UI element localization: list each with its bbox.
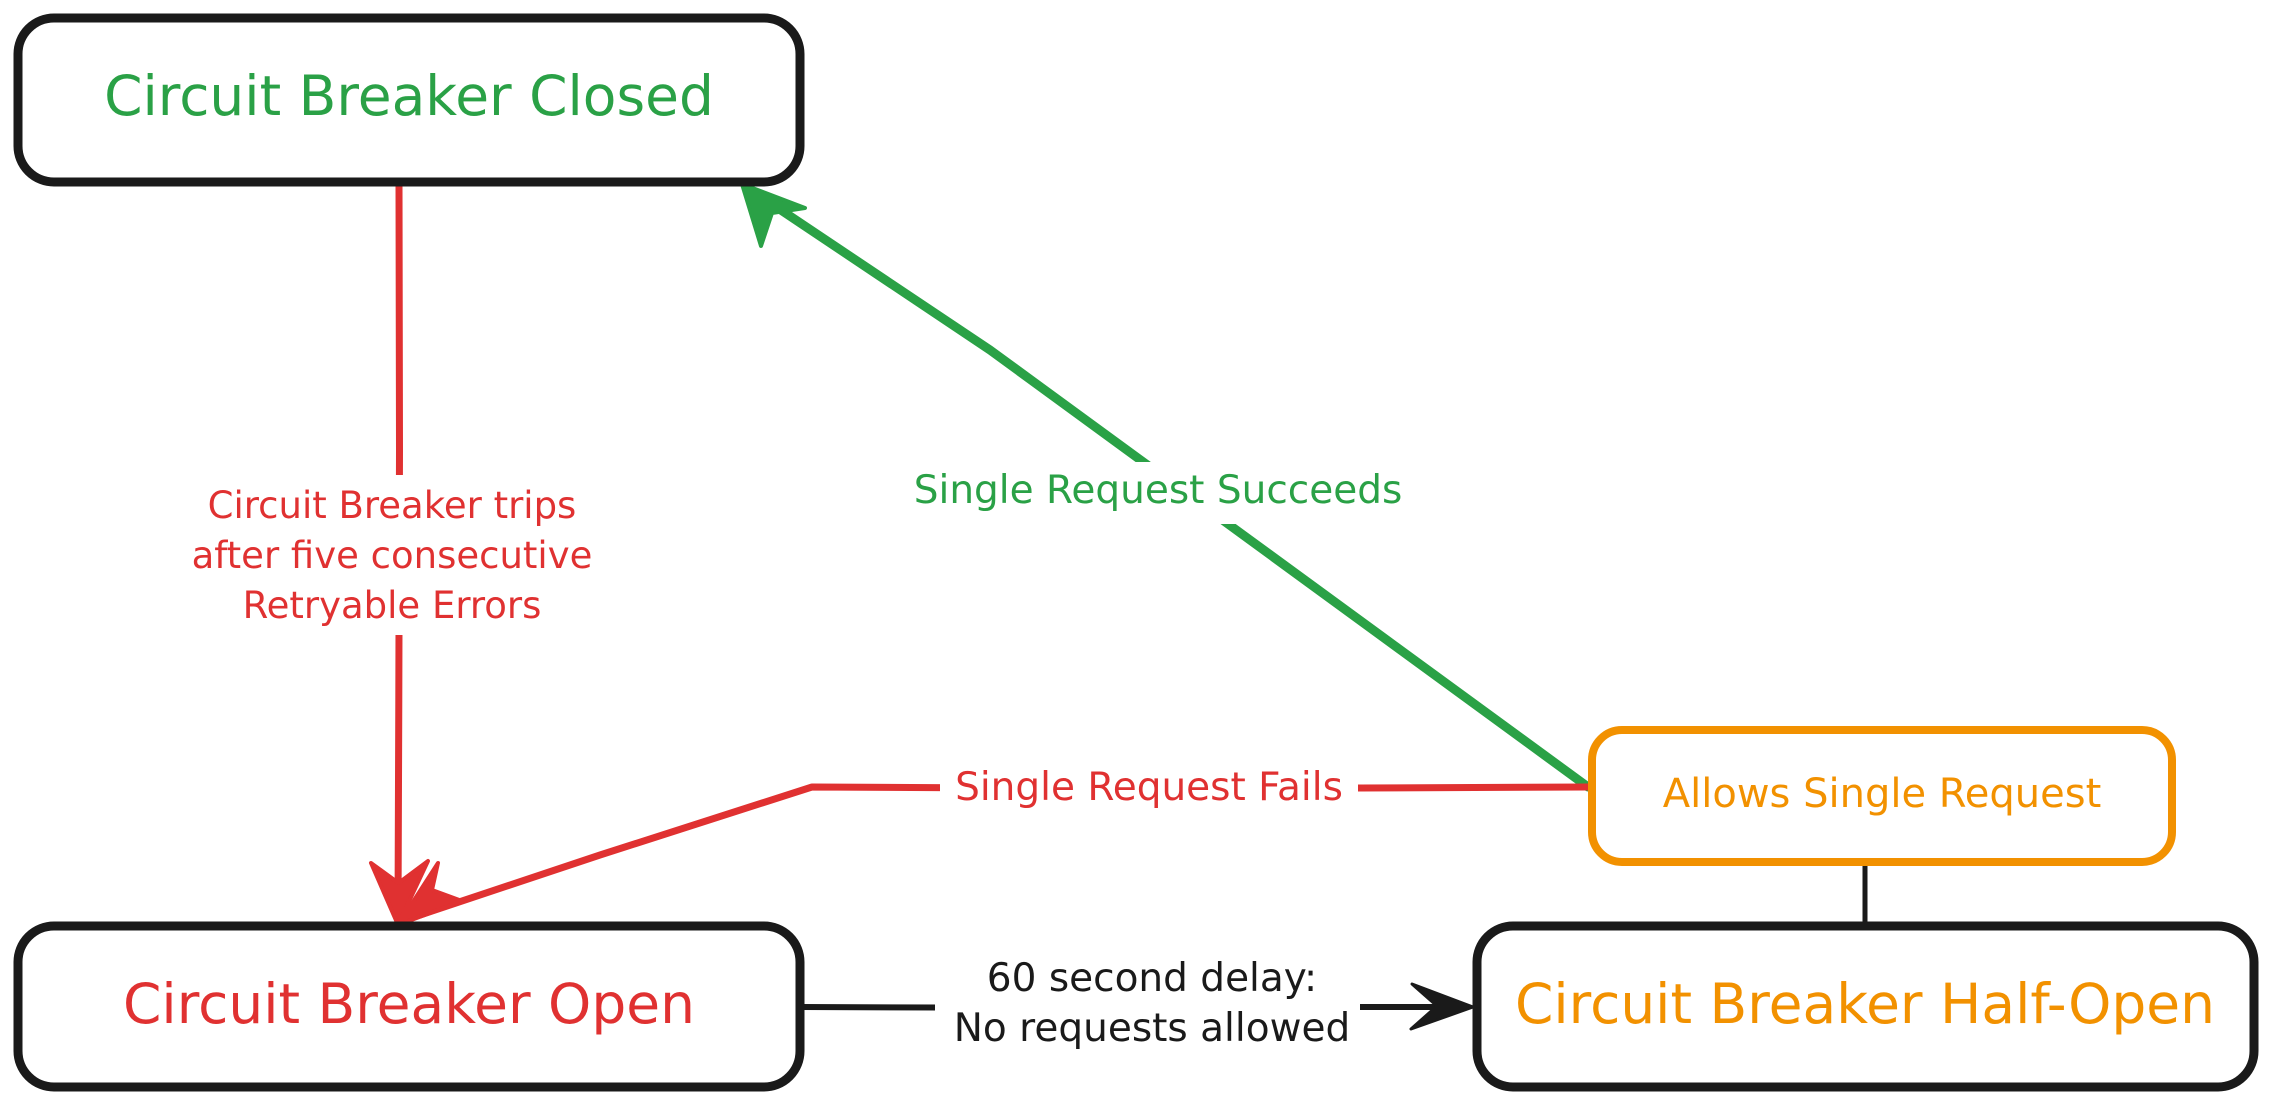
- edge-label-trips-line2: after five consecutive: [192, 534, 593, 577]
- edge-label-allows-to-open: Single Request Fails: [940, 758, 1358, 818]
- node-halfopen-box: [1472, 921, 2259, 1092]
- node-closed-label: Circuit Breaker Closed: [104, 64, 714, 128]
- node-circuit-breaker-half-open[interactable]: Circuit Breaker Half-Open: [1472, 921, 2259, 1092]
- node-open-box: [13, 921, 805, 1092]
- edge-label-allows-to-closed: Single Request Succeeds: [905, 462, 1410, 524]
- edge-allows-to-open[interactable]: [396, 783, 1592, 927]
- node-circuit-breaker-open[interactable]: Circuit Breaker Open: [13, 921, 805, 1092]
- node-allows-label: Allows Single Request: [1663, 771, 2102, 817]
- edge-label-fails-bg: [940, 758, 1358, 818]
- edge-label-delay-bg: [935, 952, 1360, 1062]
- node-allows-single-request[interactable]: Allows Single Request: [1588, 726, 2176, 866]
- edge-label-closed-to-open: Circuit Breaker trips after five consecu…: [170, 475, 592, 635]
- edge-label-open-to-halfopen: 60 second delay: No requests allowed: [935, 952, 1360, 1062]
- edge-label-succeeds-bg: [905, 462, 1410, 524]
- node-circuit-breaker-closed[interactable]: Circuit Breaker Closed: [13, 13, 805, 187]
- node-halfopen-label: Circuit Breaker Half-Open: [1515, 972, 2215, 1036]
- edge-open-to-halfopen[interactable]: [798, 982, 1475, 1031]
- edge-allows-to-open-arrowhead: [396, 861, 464, 927]
- edge-label-closed-to-open-bg: [170, 475, 590, 635]
- edge-allows-to-closed[interactable]: [740, 182, 1593, 792]
- edge-label-trips-line1: Circuit Breaker trips: [208, 484, 577, 527]
- edge-allows-to-closed-arrowhead: [740, 182, 807, 248]
- node-closed-box: [13, 13, 805, 187]
- edge-label-trips-line3: Retryable Errors: [243, 584, 542, 627]
- edge-allows-to-closed-line: [755, 191, 1593, 792]
- node-open-label: Circuit Breaker Open: [123, 972, 695, 1036]
- edge-allows-to-open-line: [416, 783, 1592, 919]
- edge-closed-to-open-arrowhead: [369, 859, 430, 927]
- edge-label-fails: Single Request Fails: [955, 765, 1343, 810]
- edge-label-delay-line1: 60 second delay:: [987, 956, 1317, 1001]
- edge-label-succeeds: Single Request Succeeds: [914, 468, 1403, 513]
- edge-open-to-halfopen-arrowhead: [1409, 982, 1475, 1031]
- node-allows-box: [1588, 726, 2176, 866]
- edge-label-delay-line2: No requests allowed: [954, 1006, 1350, 1051]
